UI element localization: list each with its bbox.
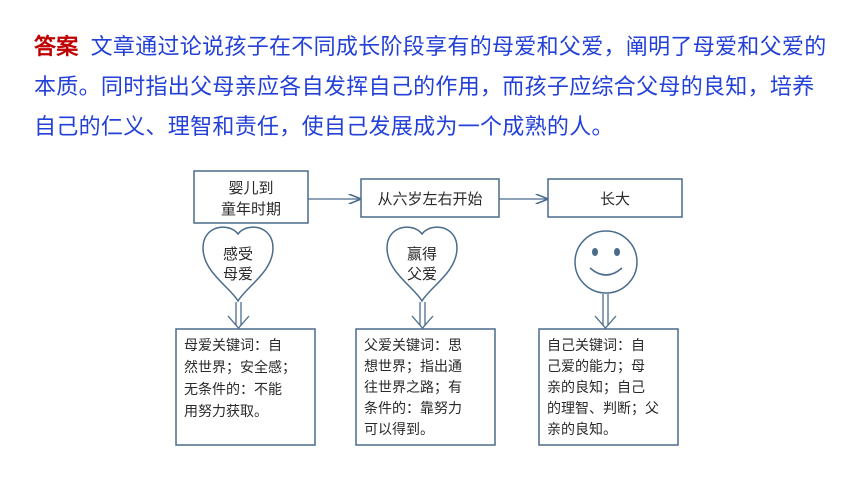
- stage-grown-label: 长大: [600, 190, 630, 208]
- kw-father-line4: 条件的：靠努力: [364, 400, 462, 417]
- heart-father-line1: 赢得: [407, 245, 437, 263]
- keyword-box-self: 自己关键词：自 己爱的能力；母 亲的良知；自己 的理智、判断；父 亲的良知。: [538, 328, 679, 446]
- heart-mother-love-icon: 感受 母爱: [202, 226, 274, 303]
- heart-mother-line2: 母爱: [223, 265, 253, 283]
- kw-father-line3: 往世界之路；有: [364, 380, 462, 396]
- kw-mother-line3: 无条件的：不能: [184, 381, 282, 398]
- kw-father-line2: 想世界；指出通: [364, 359, 462, 375]
- kw-mother-line1: 母爱关键词：自: [184, 338, 282, 354]
- stage-box-infancy: 婴儿到 童年时期: [193, 170, 309, 224]
- kw-self-line5: 亲的良知。: [547, 421, 617, 438]
- heart-mother-line1: 感受: [223, 245, 253, 263]
- smiley-face-icon: [574, 230, 638, 294]
- keyword-box-mother: 母爱关键词：自 然世界；安全感； 无条件的：不能 用努力获取。: [175, 328, 316, 446]
- keyword-box-father: 父爱关键词：思 想世界；指出通 往世界之路；有 条件的：靠努力 可以得到。: [355, 328, 496, 446]
- heart-father-love-icon: 赢得 父爱: [386, 226, 458, 303]
- answer-text: 文章通过论说孩子在不同成长阶段享有的母爱和父爱，阐明了母爱和父爱的本质。同时指出…: [34, 35, 827, 140]
- stage-six-label: 从六岁左右开始: [377, 190, 482, 208]
- stage-box-six: 从六岁左右开始: [360, 178, 500, 218]
- down-arrow-self: [594, 294, 617, 329]
- stage-infancy-line1: 婴儿到: [228, 179, 273, 197]
- stage-infancy-line2: 童年时期: [221, 200, 281, 218]
- kw-self-line3: 亲的良知；自己: [547, 379, 645, 396]
- heart-father-line2: 父爱: [407, 265, 437, 283]
- kw-mother-line2: 然世界；安全感；: [184, 359, 296, 376]
- kw-father-line1: 父爱关键词：思: [364, 338, 462, 354]
- stage-box-grown: 长大: [547, 178, 683, 218]
- down-arrow-father: [411, 302, 434, 329]
- kw-father-line5: 可以得到。: [364, 421, 434, 438]
- kw-self-line1: 自己关键词：自: [547, 338, 645, 354]
- kw-self-line4: 的理智、判断；父: [547, 401, 659, 417]
- down-arrow-mother: [227, 302, 250, 329]
- kw-self-line2: 己爱的能力；母: [547, 359, 645, 375]
- answer-label: 答案: [34, 35, 79, 60]
- answer-paragraph: 答案文章通过论说孩子在不同成长阶段享有的母爱和父爱，阐明了母爱和父爱的本质。同时…: [34, 28, 834, 148]
- kw-mother-line4: 用努力获取。: [184, 404, 268, 420]
